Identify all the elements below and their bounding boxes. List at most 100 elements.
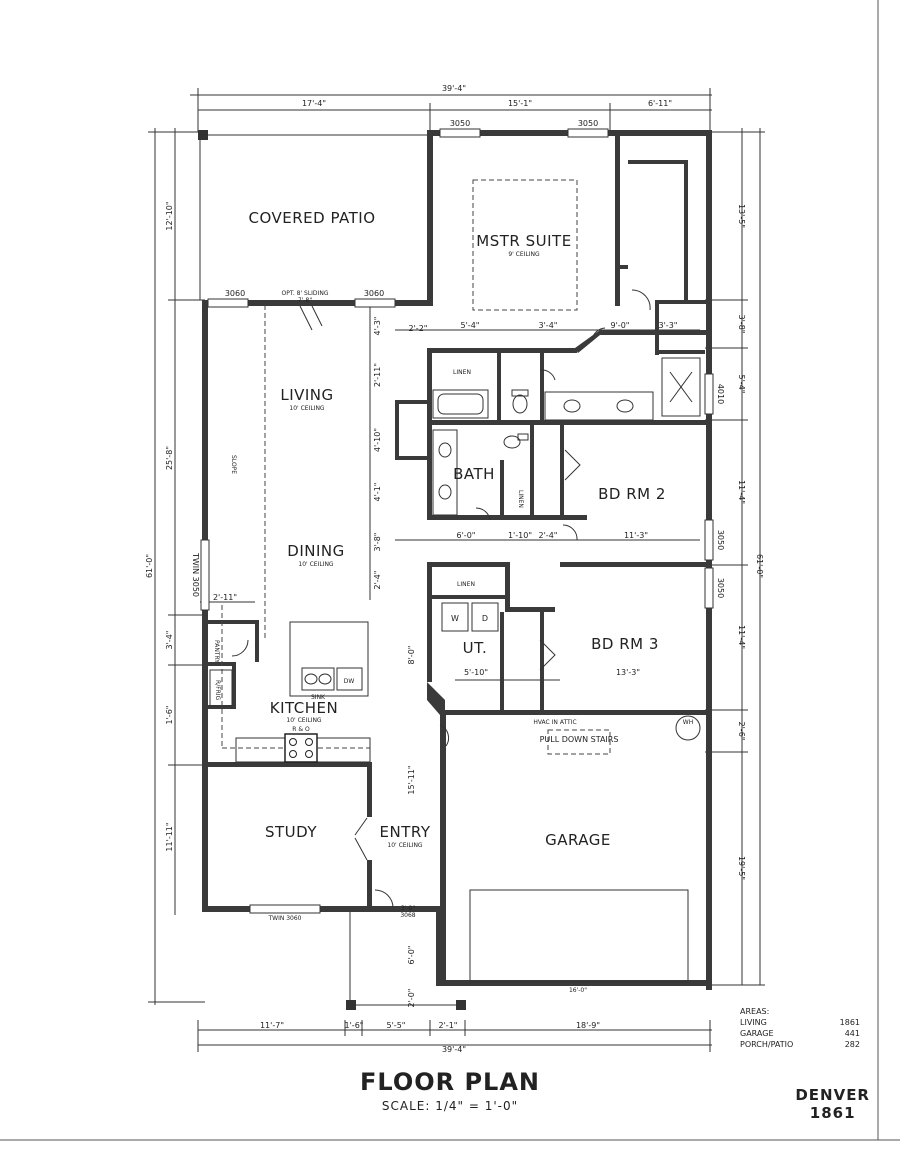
dim-interior-17: 4'-1" xyxy=(373,483,382,502)
room-utility: UT. xyxy=(463,639,488,657)
slope-label: SLOPE xyxy=(230,455,237,474)
dim-interior-19: 2'-4" xyxy=(373,571,382,590)
dim-left-seg-4: 1'-6" xyxy=(165,706,174,725)
dim-right-seg-5: 11'-4" xyxy=(737,625,746,649)
dim-interior-9: 13'-3" xyxy=(616,668,640,677)
dim-interior-15: 2'-11" xyxy=(373,363,382,387)
water-heater xyxy=(675,715,701,741)
sink-label: SINK xyxy=(311,694,326,701)
dim-top-seg-3: 6'-11" xyxy=(648,99,672,108)
door-swings xyxy=(231,289,651,909)
window-label-top-right: 3050 xyxy=(578,119,598,128)
dim-right-seg-7: 19'-5" xyxy=(737,856,746,880)
room-bedroom-2: BD RM 2 xyxy=(598,485,666,503)
dim-overall-width-bottom: 39'-4" xyxy=(442,1045,466,1054)
room-kitchen: KITCHEN xyxy=(270,699,339,717)
dim-interior-7: 2'-4" xyxy=(539,531,558,540)
bathtub xyxy=(432,389,489,419)
dim-interior-23: 3'-0" xyxy=(401,905,415,912)
window-label-right-4010: 4010 xyxy=(716,384,725,404)
dim-overall-depth-left: 61'-0" xyxy=(145,554,154,578)
dim-interior-3: 9'-0" xyxy=(611,321,630,330)
kitchen-island xyxy=(289,621,369,697)
dim-bot-seg-5: 18'-9" xyxy=(576,1021,600,1030)
dim-interior-21: 6'-0" xyxy=(407,946,416,965)
master-tray-ceiling xyxy=(472,179,578,311)
front-door-label: 3068 xyxy=(400,912,415,919)
areas-heading: AREAS: xyxy=(740,1007,770,1016)
room-master-suite: MSTR SUITE xyxy=(476,232,571,250)
dim-overall-width-top: 39'-4" xyxy=(442,84,466,93)
dim-interior-16: 4'-10" xyxy=(373,428,382,452)
dining-ceiling-note: 10' CEILING xyxy=(298,561,334,568)
water-heater-label: WH xyxy=(683,719,693,726)
room-dining: DINING xyxy=(287,542,344,560)
windows xyxy=(200,128,714,914)
dim-bot-seg-2: 1'-6" xyxy=(345,1021,364,1030)
drawing-title: FLOOR PLAN xyxy=(359,1068,540,1096)
master-ceiling-note: 9' CEILING xyxy=(508,251,540,258)
areas-row-value: 441 xyxy=(844,1029,860,1038)
window-label-left-twin: TWIN 3050 xyxy=(191,552,200,597)
drawing-scale: SCALE: 1/4" = 1'-0" xyxy=(381,1099,519,1113)
room-bedroom-3: BD RM 3 xyxy=(591,635,659,653)
dimension-labels: 39'-4" 17'-4" 15'-1" 6'-11" 39'-4" 11'-7… xyxy=(145,84,764,1054)
window-labels: 3050 3050 3060 3060 OPT. 8' SLIDING 7'-8… xyxy=(191,119,725,922)
living-ceiling-note: 10' CEILING xyxy=(289,405,325,412)
range xyxy=(284,733,318,763)
dim-right-seg-6: 2'-6" xyxy=(737,722,746,741)
fridge-label: R/FRIG xyxy=(214,680,221,701)
patio-door-label: OPT. 8' SLIDING xyxy=(282,290,329,297)
dim-left-seg-5: 11'-11" xyxy=(165,822,174,851)
areas-row: LIVING 1861 xyxy=(740,1017,860,1028)
linen-label-1: LINEN xyxy=(453,369,471,376)
pull-down-stairs xyxy=(547,729,611,755)
window-label-right-3050-b: 3050 xyxy=(716,578,725,598)
dim-bot-seg-1: 11'-7" xyxy=(260,1021,284,1030)
dim-interior-14: 4'-3" xyxy=(373,317,382,336)
pantry-label: PANTRY xyxy=(213,640,220,663)
washer-label: W xyxy=(451,614,459,623)
dim-interior-11: 2'-11" xyxy=(213,593,237,602)
dim-right-seg-4: 11'-4" xyxy=(737,480,746,504)
dim-left-seg-2: 25'-8" xyxy=(165,446,174,470)
washer xyxy=(441,602,469,632)
areas-row: GARAGE 441 xyxy=(740,1028,860,1039)
dim-right-seg-3: 5'-4" xyxy=(737,375,746,394)
linen-label-2: LINEN xyxy=(517,490,524,508)
dim-interior-20: 8'-0" xyxy=(407,646,416,665)
room-garage: GARAGE xyxy=(545,831,611,849)
dim-left-seg-3: 3'-4" xyxy=(165,631,174,650)
areas-row: PORCH/PATIO 282 xyxy=(740,1039,860,1050)
dim-left-seg-1: 12'-10" xyxy=(165,201,174,230)
dim-top-seg-2: 15'-1" xyxy=(508,99,532,108)
dim-interior-8: 11'-3" xyxy=(624,531,648,540)
dim-right-seg-2: 3'-8" xyxy=(737,315,746,334)
window-label-right-3050-a: 3050 xyxy=(716,530,725,550)
window-label-patio-left: 3060 xyxy=(225,289,245,298)
areas-row-value: 282 xyxy=(844,1040,860,1049)
dim-interior-5: 6'-0" xyxy=(457,531,476,540)
room-labels: COVERED PATIO MSTR SUITE 9' CEILING LIVI… xyxy=(213,209,693,849)
linen-label-3: LINEN xyxy=(457,581,475,588)
room-living: LIVING xyxy=(280,386,333,404)
dishwasher-label: DW xyxy=(344,678,355,685)
window-label-front-twin: TWIN 3060 xyxy=(267,915,301,922)
fixtures xyxy=(209,179,701,983)
window-label-patio-right: 3060 xyxy=(364,289,384,298)
refrigerator xyxy=(209,669,233,707)
dim-interior-4: 3'-3" xyxy=(659,321,678,330)
dim-interior-13: 16'-0" xyxy=(569,987,587,994)
dryer-label: D xyxy=(482,614,488,623)
areas-row-label: PORCH/PATIO xyxy=(740,1040,794,1049)
areas-row-value: 1861 xyxy=(839,1018,860,1027)
dryer xyxy=(471,602,499,632)
dim-interior-1: 5'-4" xyxy=(461,321,480,330)
model-name: DENVER xyxy=(795,1086,870,1104)
dim-interior-2: 3'-4" xyxy=(539,321,558,330)
model-number: 1861 xyxy=(809,1104,856,1122)
entry-ceiling-note: 10' CEILING xyxy=(387,842,423,849)
shower xyxy=(661,357,701,417)
window-label-top-left: 3050 xyxy=(450,119,470,128)
dim-interior-12: 15'-11" xyxy=(407,765,416,794)
